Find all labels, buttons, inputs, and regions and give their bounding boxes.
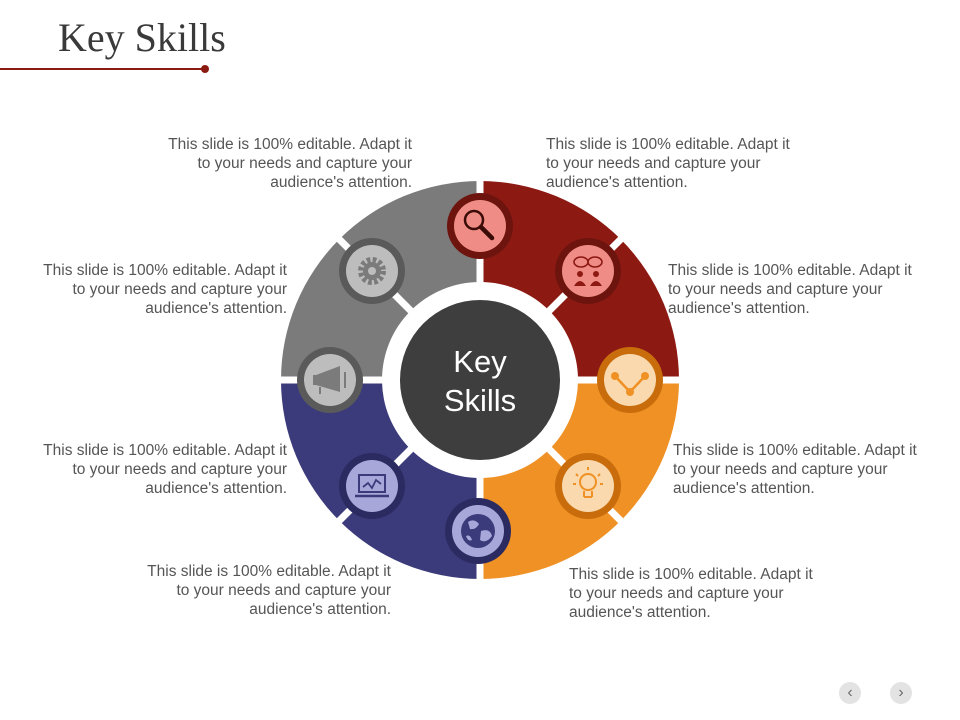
skill-text-bottom-right: This slide is 100% editable. Adapt it to… bbox=[569, 566, 813, 621]
gear-icon bbox=[358, 257, 386, 285]
people-chat-icon bbox=[573, 256, 603, 286]
laptop-chart-badge bbox=[339, 453, 405, 519]
skill-text-lower-right: This slide is 100% editable. Adapt it to… bbox=[673, 442, 917, 497]
people-chat-badge bbox=[555, 238, 621, 304]
skill-text-bottom-left: This slide is 100% editable. Adapt it to… bbox=[147, 563, 391, 618]
center-circle bbox=[400, 300, 560, 460]
center-label-line1: Key bbox=[453, 344, 507, 379]
skill-text-top-right: This slide is 100% editable. Adapt it to… bbox=[546, 136, 790, 191]
magnifier-icon bbox=[463, 209, 495, 241]
slide-title: Key Skills bbox=[58, 15, 226, 60]
skill-text-top-left: This slide is 100% editable. Adapt it to… bbox=[168, 136, 412, 191]
gear-badge bbox=[339, 238, 405, 304]
center-label-line2: Skills bbox=[444, 383, 516, 418]
next-slide-button[interactable]: › bbox=[890, 682, 912, 704]
skill-text-upper-right: This slide is 100% editable. Adapt it to… bbox=[668, 262, 912, 317]
skill-text-lower-left: This slide is 100% editable. Adapt it to… bbox=[43, 442, 287, 497]
globe-badge bbox=[445, 498, 511, 564]
laptop-chart-icon bbox=[355, 474, 389, 498]
title-underline bbox=[0, 68, 205, 70]
megaphone-icon bbox=[313, 366, 346, 394]
title-underline-dot bbox=[201, 65, 209, 73]
lightbulb-icon bbox=[573, 467, 603, 498]
line-chart-badge bbox=[597, 347, 663, 413]
globe-icon bbox=[461, 514, 495, 548]
previous-slide-button[interactable]: ‹ bbox=[839, 682, 861, 704]
skill-text-upper-left: This slide is 100% editable. Adapt it to… bbox=[43, 262, 287, 317]
lightbulb-badge bbox=[555, 453, 621, 519]
megaphone-badge bbox=[297, 347, 363, 413]
magnifier-badge bbox=[447, 193, 513, 259]
line-chart-icon bbox=[611, 372, 649, 396]
